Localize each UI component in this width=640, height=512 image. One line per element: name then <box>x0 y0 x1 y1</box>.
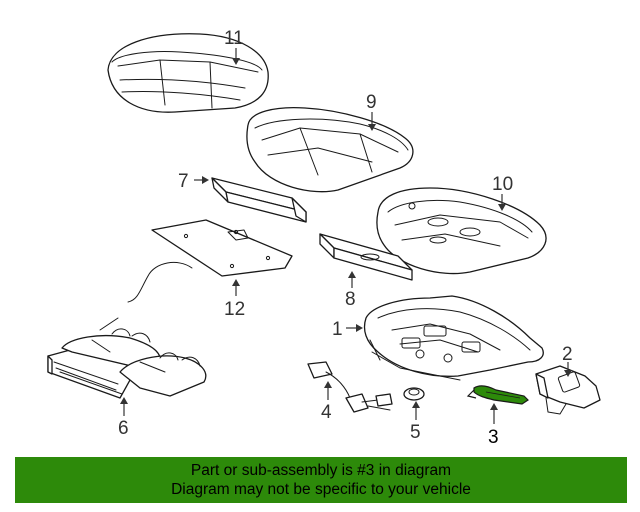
part-3-seat-cable[interactable] <box>466 385 529 405</box>
part-11-seat-cover[interactable] <box>107 33 269 113</box>
part-5-grommet[interactable] <box>403 387 425 401</box>
callout-9[interactable]: 9 <box>366 92 377 113</box>
info-banner: Part or sub-assembly is #3 in diagram Di… <box>15 457 627 503</box>
banner-line-1: Part or sub-assembly is #3 in diagram <box>190 462 452 479</box>
parts-diagram: 11 9 7 10 12 8 1 2 3 4 5 6 <box>47 28 601 448</box>
callout-4[interactable]: 4 <box>321 402 332 423</box>
callout-6[interactable]: 6 <box>118 418 129 439</box>
part-10-cushion-frame[interactable] <box>376 187 547 275</box>
callout-11[interactable]: 11 <box>224 28 244 49</box>
part-7-pad[interactable] <box>211 177 307 223</box>
banner-line-2: Diagram may not be specific to your vehi… <box>171 481 471 498</box>
callout-1[interactable]: 1 <box>332 319 343 340</box>
callout-8[interactable]: 8 <box>345 289 356 310</box>
part-1-seat-frame[interactable] <box>363 295 544 381</box>
callout-12[interactable]: 12 <box>224 299 245 320</box>
callout-7[interactable]: 7 <box>178 171 189 192</box>
part-12-insulator[interactable] <box>151 219 293 277</box>
callout-5[interactable]: 5 <box>410 422 421 443</box>
part-4-wire-harness[interactable] <box>307 361 393 413</box>
callout-labels: 11 9 7 10 12 8 1 2 3 4 5 6 <box>118 28 573 448</box>
callout-3[interactable]: 3 <box>488 427 499 448</box>
part-9-cushion-pad[interactable] <box>246 106 414 193</box>
part-6-heater-element[interactable] <box>47 261 207 399</box>
part-8-pad[interactable] <box>319 233 413 281</box>
leader-lines <box>120 48 572 424</box>
callout-10[interactable]: 10 <box>492 174 513 195</box>
callout-2[interactable]: 2 <box>562 344 573 365</box>
